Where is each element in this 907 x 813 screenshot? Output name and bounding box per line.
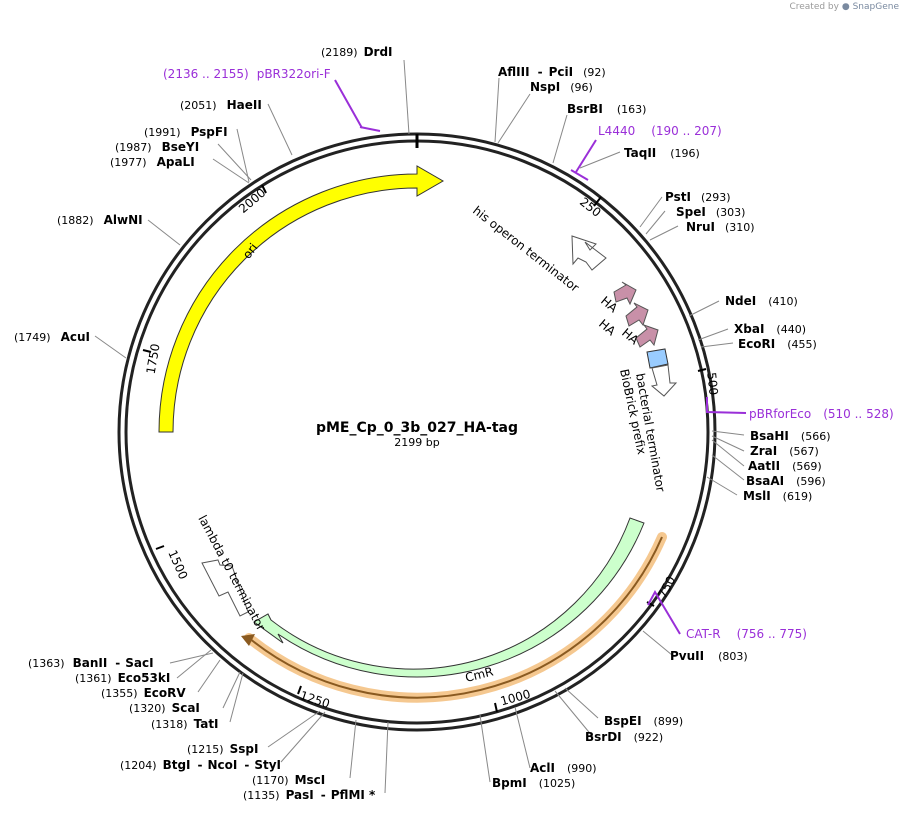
- enzyme-bpmi[interactable]: BpmI(1025): [492, 776, 575, 790]
- enzyme-pvuii[interactable]: PvuII(803): [670, 649, 748, 663]
- backbone: [117, 132, 717, 732]
- his-terminator-label: his operon terminator: [470, 203, 582, 294]
- enzyme-bseyi[interactable]: (1987)BseYI: [115, 140, 199, 154]
- enzyme-nspi[interactable]: NspI(96): [530, 80, 593, 94]
- enzyme-bspei[interactable]: BspEI(899): [604, 714, 683, 728]
- enzyme-acli[interactable]: AclI(990): [530, 761, 597, 775]
- ha-label-2: HA: [596, 317, 619, 339]
- enzyme-bsahi[interactable]: BsaHI(566): [750, 429, 831, 443]
- plasmid-name: pME_Cp_0_3b_027_HA-tag: [316, 420, 518, 436]
- ha-tag-1[interactable]: HA: [598, 281, 637, 316]
- primer-markers: [334, 79, 747, 635]
- snapgene-logo-icon: ●: [841, 2, 850, 12]
- credit-prefix: Created by: [789, 2, 839, 12]
- enzyme-aatii[interactable]: AatII(569): [748, 459, 822, 473]
- enzyme-ecorv[interactable]: (1355)EcoRV: [101, 686, 186, 700]
- ha-tag-3[interactable]: HA: [619, 323, 659, 348]
- plasmid-length: 2199 bp: [394, 436, 439, 449]
- enzyme-apali[interactable]: (1977)ApaLI: [110, 155, 195, 169]
- enzyme-drdi[interactable]: (2189)DrdI: [321, 45, 393, 59]
- enzyme-btgi-ncoi-styi[interactable]: (1204)BtgI-NcoI-StyI: [120, 758, 281, 772]
- enzyme-pspfi[interactable]: (1991)PspFI: [144, 125, 228, 139]
- primer-l4440[interactable]: L4440(190 .. 207): [598, 124, 722, 138]
- ori-feature[interactable]: ori: [158, 165, 445, 433]
- enzyme-pasi-pflmi[interactable]: (1135)PasI-PflMI *: [243, 788, 376, 802]
- enzyme-drui[interactable]: NruI(310): [686, 220, 755, 234]
- credit-brand: SnapGene: [852, 2, 899, 12]
- enzyme-zrai[interactable]: ZraI(567): [750, 444, 819, 458]
- enzyme-banii-saci[interactable]: (1363)BanII-SacI: [28, 656, 154, 670]
- enzyme-afliii-pcii[interactable]: AflIII-PciI(92): [498, 65, 606, 79]
- primer-pbr322ori-f[interactable]: (2136 .. 2155)pBR322ori-F: [163, 67, 331, 81]
- enzyme-spei[interactable]: SpeI(303): [676, 205, 745, 219]
- cmr-label: CmR: [464, 664, 495, 684]
- his-operon-terminator[interactable]: his operon terminator: [470, 203, 607, 295]
- enzyme-haeii[interactable]: (2051)HaeII: [180, 98, 262, 112]
- cmr-orf[interactable]: [241, 532, 667, 703]
- enzyme-msli[interactable]: MslI(619): [743, 489, 812, 503]
- enzyme-ecori[interactable]: EcoRI(455): [738, 337, 817, 351]
- ha-tag-2[interactable]: HA: [596, 302, 649, 339]
- lambda-t0-terminator[interactable]: lambda t0 terminator: [195, 513, 268, 633]
- enzyme-psti[interactable]: PstI(293): [665, 190, 731, 204]
- tick-marks: [142, 184, 707, 713]
- primer-cat-r[interactable]: CAT-R(756 .. 775): [686, 627, 807, 641]
- primer-labels: (2136 .. 2155)pBR322ori-F L4440(190 .. 2…: [163, 67, 894, 641]
- enzyme-bsrdi[interactable]: BsrDI(922): [585, 730, 663, 744]
- tick-label-500: 500: [704, 372, 720, 396]
- enzyme-bsaai[interactable]: BsaAI(596): [746, 474, 826, 488]
- tick-label-1750: 1750: [144, 343, 163, 376]
- enzyme-msci[interactable]: (1170)MscI: [252, 773, 325, 787]
- enzyme-bsrbi[interactable]: BsrBI(163): [567, 102, 646, 116]
- enzyme-tati[interactable]: (1318)TatI: [151, 717, 219, 731]
- enzyme-leader-lines: [94, 59, 745, 794]
- primer-pbrforeco[interactable]: pBRforEco(510 .. 528): [749, 407, 894, 421]
- enzyme-labels: (2189)DrdI AflIII-PciI(92) NspI(96) BsrB…: [14, 45, 831, 802]
- enzyme-acui[interactable]: (1749)AcuI: [14, 330, 90, 344]
- enzyme-xbai[interactable]: XbaI(440): [734, 322, 806, 336]
- cmr-feature[interactable]: CmR: [253, 517, 645, 685]
- lambda-terminator-label: lambda t0 terminator: [195, 513, 268, 633]
- enzyme-ndei[interactable]: NdeI(410): [725, 294, 798, 308]
- enzyme-sspi[interactable]: (1215)SspI: [187, 742, 258, 756]
- credit-watermark: Created by ● SnapGene: [789, 2, 899, 12]
- enzyme-taqii[interactable]: TaqII(196): [624, 146, 700, 160]
- enzyme-alwni[interactable]: (1882)AlwNI: [57, 213, 143, 227]
- enzyme-eco53ki[interactable]: (1361)Eco53kI: [75, 671, 170, 685]
- enzyme-scai[interactable]: (1320)ScaI: [129, 701, 200, 715]
- tick-label-1500: 1500: [165, 548, 190, 582]
